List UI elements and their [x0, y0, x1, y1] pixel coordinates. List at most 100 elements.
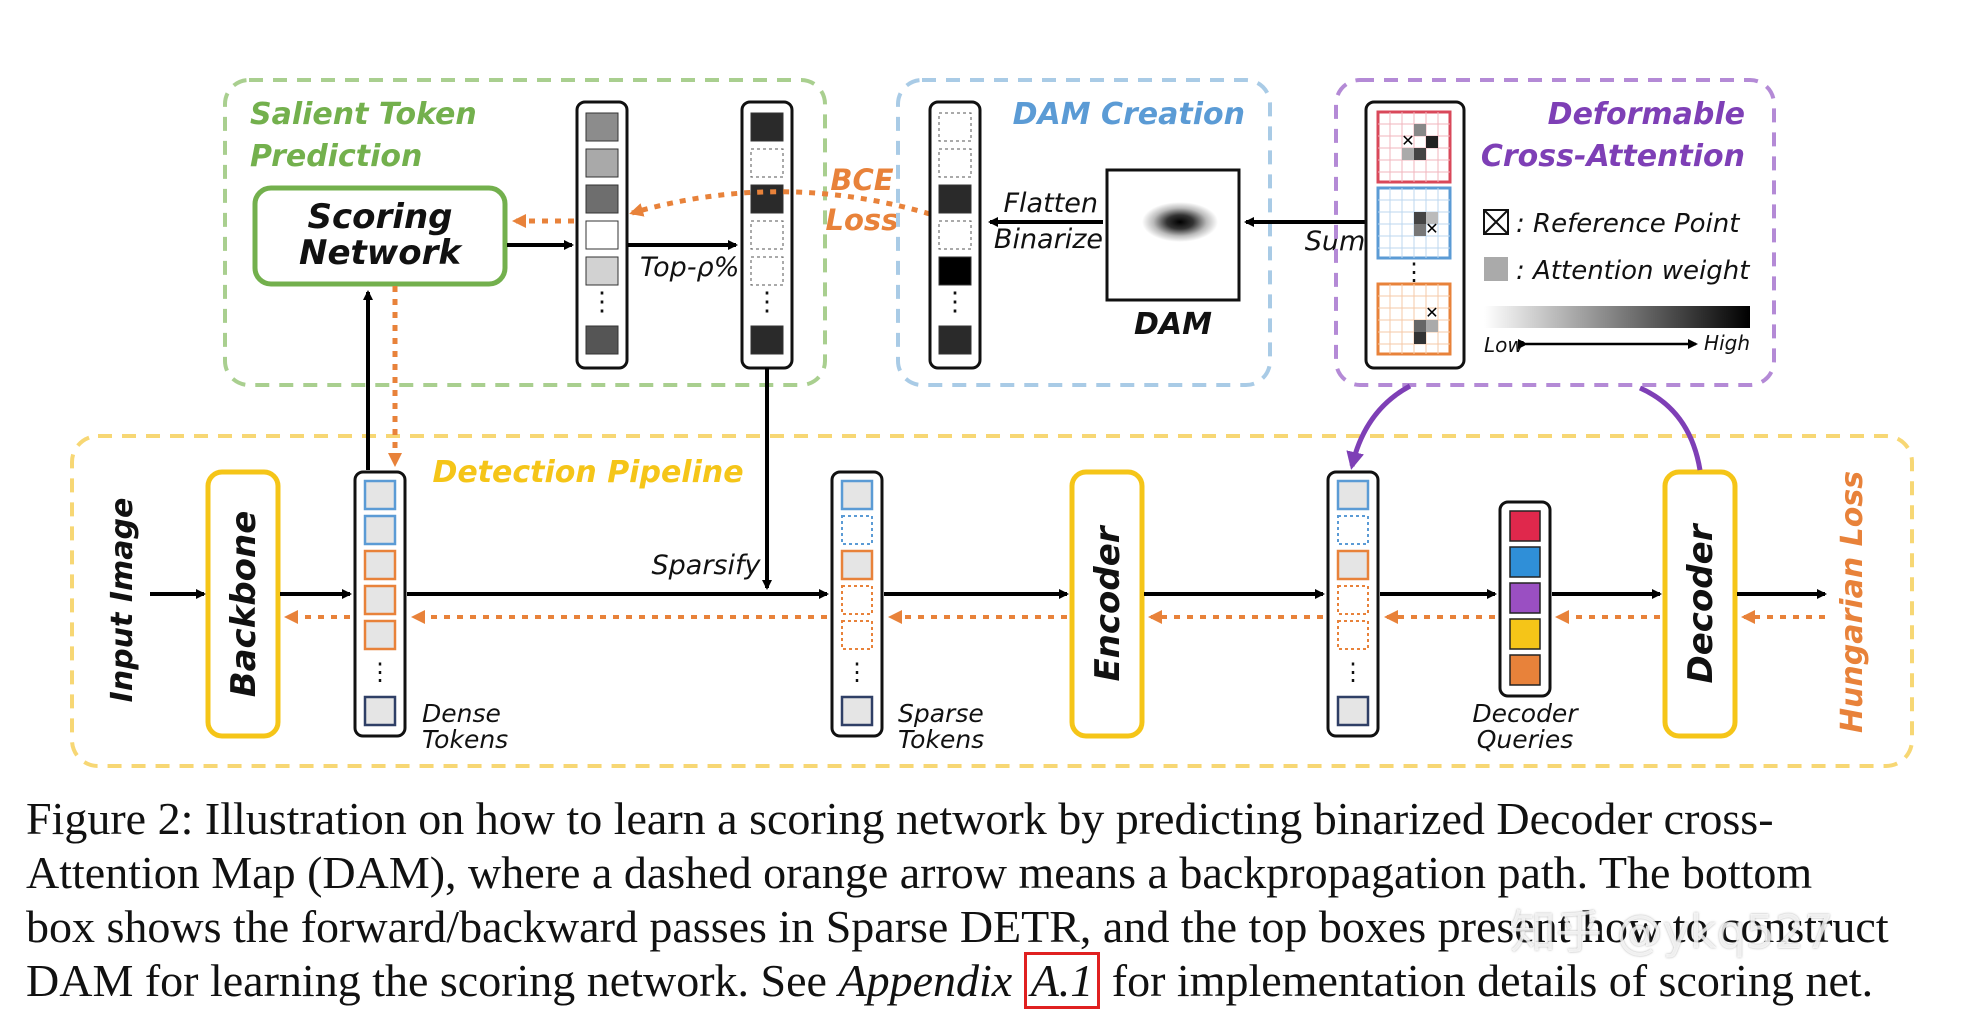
decoder-to-deformable-link: [1638, 385, 1703, 471]
sparse-token-cell-empty: [841, 620, 873, 650]
ellipsis: ⋮: [368, 660, 392, 686]
deformable-title-line2: Cross-Attention: [1481, 139, 1745, 174]
dense-token-cell-navy: [363, 695, 397, 727]
dam-heatmap-blob: [1142, 202, 1218, 242]
sparse-token-cell: [840, 695, 874, 727]
dense-token-cell-blue: [363, 514, 397, 546]
reference-point-icon: ✕: [1425, 305, 1438, 322]
ellipsis: ⋮: [1402, 260, 1426, 286]
encoded-token-cell-empty: [1337, 515, 1369, 545]
decoder-queries-label-line1: Decoder: [1472, 699, 1579, 728]
query-cell-blue: [1509, 546, 1541, 578]
sparse-token-cell: [840, 479, 874, 511]
topk-cell: [750, 256, 784, 286]
encoded-token-cell: [1336, 479, 1370, 511]
salient-token-prediction-box: [223, 78, 827, 387]
query-cell-orange: [1509, 654, 1541, 686]
low-label: Low: [1484, 333, 1524, 357]
caption-line: Figure 2: Illustration on how to learn a…: [26, 793, 1774, 844]
hungarian-loss-label: Hungarian Loss: [1835, 471, 1870, 733]
bce-loss-label-line2: Loss: [826, 203, 899, 237]
bce-loss-label-line1: BCE: [830, 163, 893, 197]
caption-line: DAM for learning the scoring network. Se…: [26, 952, 1966, 1009]
sparse-tokens-label-line1: Sparse: [898, 699, 984, 728]
backbone-label: Backbone: [224, 511, 264, 698]
low-high-gradient-bar: [1484, 306, 1750, 328]
topk-cell: [750, 220, 784, 250]
encoded-token-cell-empty: [1337, 585, 1369, 615]
encoded-token-cell-empty: [1337, 620, 1369, 650]
backbone-block: [205, 469, 281, 739]
dam-creation-title: DAM Creation: [1013, 97, 1245, 132]
reference-point-icon: ✕: [1401, 133, 1414, 150]
sparsify-label: Sparsify: [652, 550, 762, 581]
dam-label: DAM: [1134, 307, 1212, 342]
sparse-token-cell: [840, 549, 874, 581]
dense-tokens-label-line1: Dense: [422, 699, 501, 728]
query-cell-red: [1509, 510, 1541, 542]
caption-line4-suffix: for implementation details of scoring ne…: [1100, 955, 1874, 1006]
reference-point-icon: ✕: [1425, 221, 1438, 238]
dam-cell: [938, 112, 972, 142]
topk-cell: [750, 148, 784, 178]
salient-title-line2: Prediction: [250, 139, 422, 174]
sparse-token-cell-empty: [841, 515, 873, 545]
attention-weight-legend-label: : Attention weight: [1516, 256, 1750, 286]
dam-creation-box: [896, 78, 1272, 387]
scoring-network-box: [252, 185, 508, 287]
reference-point-legend-label: : Reference Point: [1516, 209, 1740, 239]
query-cell-purple: [1509, 582, 1541, 614]
dense-token-cell-orange: [363, 584, 397, 616]
decoder-block: [1662, 469, 1738, 739]
figure-diagram: Salient Token Prediction Scoring Network…: [70, 78, 1914, 768]
scoring-network-label-line2: Network: [299, 233, 463, 273]
ellipsis: ⋮: [1341, 660, 1365, 686]
detection-pipeline-title: Detection Pipeline: [432, 455, 743, 490]
caption-line: box shows the forward/backward passes in…: [26, 901, 1889, 952]
deformable-cross-attention-box: [1334, 78, 1776, 387]
score-cell: [585, 256, 619, 286]
input-image-label: Input Image: [105, 498, 140, 703]
appendix-reference-link[interactable]: A.1: [1023, 952, 1101, 1009]
topk-cell: [750, 112, 784, 142]
dam-cell: [938, 184, 972, 214]
dense-tokens-label-line2: Tokens: [422, 725, 508, 754]
figure-caption: Figure 2: Illustration on how to learn a…: [26, 792, 1966, 1009]
dense-token-cell-orange: [363, 619, 397, 651]
deformable-title-line1: Deformable: [1548, 97, 1745, 132]
salient-title-line1: Salient Token: [250, 97, 477, 132]
flatten-label: Flatten: [1004, 188, 1098, 219]
attention-weight-legend-icon: [1484, 257, 1508, 281]
ellipsis: ⋮: [589, 287, 615, 316]
high-label: High: [1704, 331, 1750, 355]
ellipsis: ⋮: [754, 287, 780, 316]
encoded-token-cell: [1336, 695, 1370, 727]
binarize-label: Binarize: [994, 224, 1103, 255]
topk-cell: [750, 325, 784, 355]
encoder-block: [1069, 469, 1145, 739]
top-rho-label: Top-ρ%: [640, 252, 739, 283]
sparse-token-cell-empty: [841, 585, 873, 615]
bce-backprop-arrow: [629, 189, 931, 217]
score-cell: [585, 184, 619, 214]
dam-cell: [938, 220, 972, 250]
encoded-token-cell: [1336, 549, 1370, 581]
dense-token-cell-orange: [363, 549, 397, 581]
deformable-attention-link: [1346, 383, 1412, 470]
score-cell: [585, 220, 619, 250]
dense-token-cell-blue: [363, 479, 397, 511]
score-cell: [585, 112, 619, 142]
ellipsis: ⋮: [942, 287, 968, 316]
detection-pipeline-box: [70, 434, 1914, 768]
topk-cell: [750, 184, 784, 214]
scoring-network-label-line1: Scoring: [308, 197, 453, 237]
score-cell: [585, 325, 619, 355]
dam-cell: [938, 148, 972, 178]
caption-appendix: Appendix: [838, 955, 1013, 1006]
dam-cell: [938, 256, 972, 286]
encoder-label: Encoder: [1088, 524, 1128, 681]
decoder-queries-label-line2: Queries: [1477, 725, 1574, 754]
dam-cell: [938, 325, 972, 355]
query-cell-yellow: [1509, 618, 1541, 650]
watermark: 知乎 @ykq527: [1510, 905, 1834, 959]
